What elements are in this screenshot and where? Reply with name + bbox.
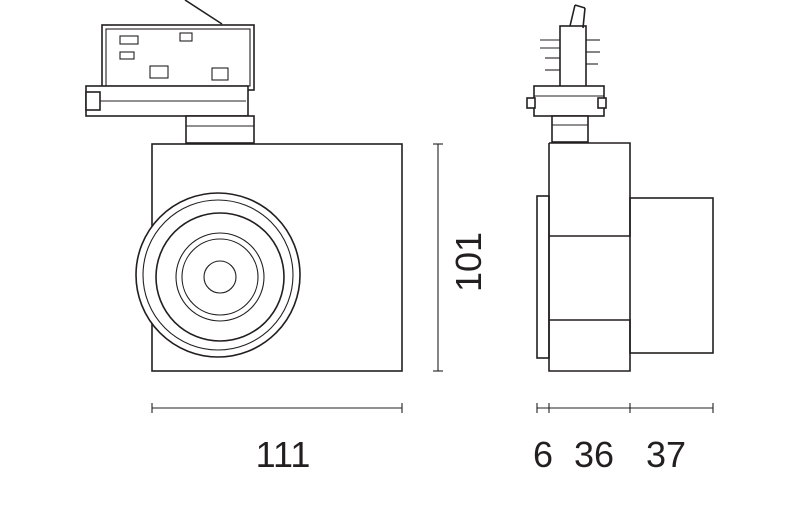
dim-height-label: 101: [448, 232, 489, 292]
dim-side-mount-label: 6: [533, 434, 553, 475]
height-dimension-line: [433, 143, 443, 372]
side-mount-plate: [536, 195, 550, 359]
dim-side-body-label: 36: [574, 434, 614, 475]
side-view: 6 36 37: [526, 4, 714, 475]
side-body-housing: [548, 142, 631, 372]
side-head-block: [629, 197, 714, 354]
front-track-adapter: [85, 0, 255, 144]
side-track-adapter: [526, 4, 607, 143]
side-dimension-line: [536, 403, 714, 413]
front-lens-head: [135, 192, 301, 358]
dim-side-head-label: 37: [646, 434, 686, 475]
front-view: 111 101: [85, 0, 489, 475]
dim-width-label: 111: [256, 434, 311, 475]
width-dimension-line: [151, 403, 403, 413]
